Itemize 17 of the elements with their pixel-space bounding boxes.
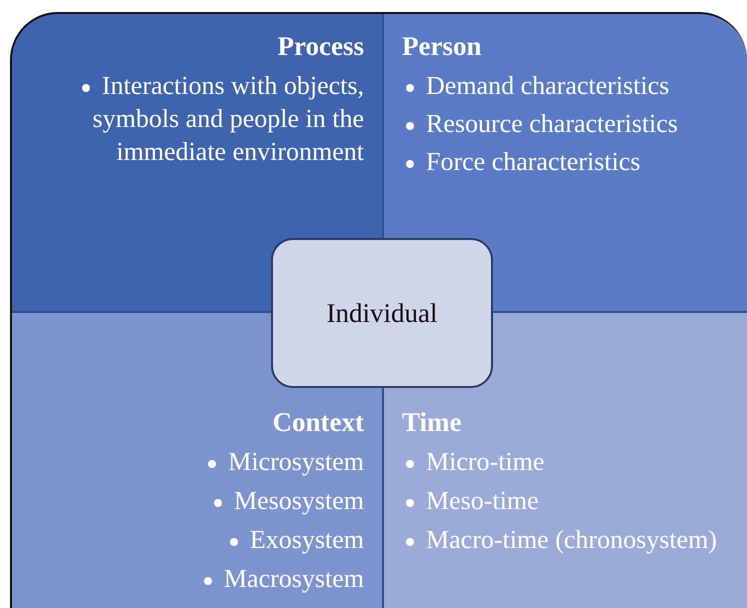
bullet-text: Demand characteristics: [426, 71, 670, 100]
bullet-text: Macro-time (chronosystem): [426, 525, 717, 554]
quadrant-heading: Process: [276, 30, 364, 63]
bullet-text: Micro-time: [426, 447, 544, 476]
bullet-text: Macrosystem: [224, 564, 364, 593]
bullet-text: Force characteristics: [426, 147, 640, 176]
center-label: Individual: [326, 298, 438, 328]
center-box: [271, 238, 493, 388]
quadrant-heading: Person: [402, 30, 482, 63]
bullet-text: Mesosystem: [234, 486, 364, 515]
quadrant-heading: Context: [272, 406, 364, 439]
bullet-text: Meso-time: [426, 486, 539, 515]
bullet-text: Microsystem: [228, 447, 364, 476]
bullet-text: Interactions with objects, symbols and people in the immediate environment: [92, 71, 364, 166]
bullet-text: Resource characteristics: [426, 109, 678, 138]
bullet-text: Exosystem: [250, 525, 364, 554]
quadrant-heading: Time: [402, 406, 462, 439]
